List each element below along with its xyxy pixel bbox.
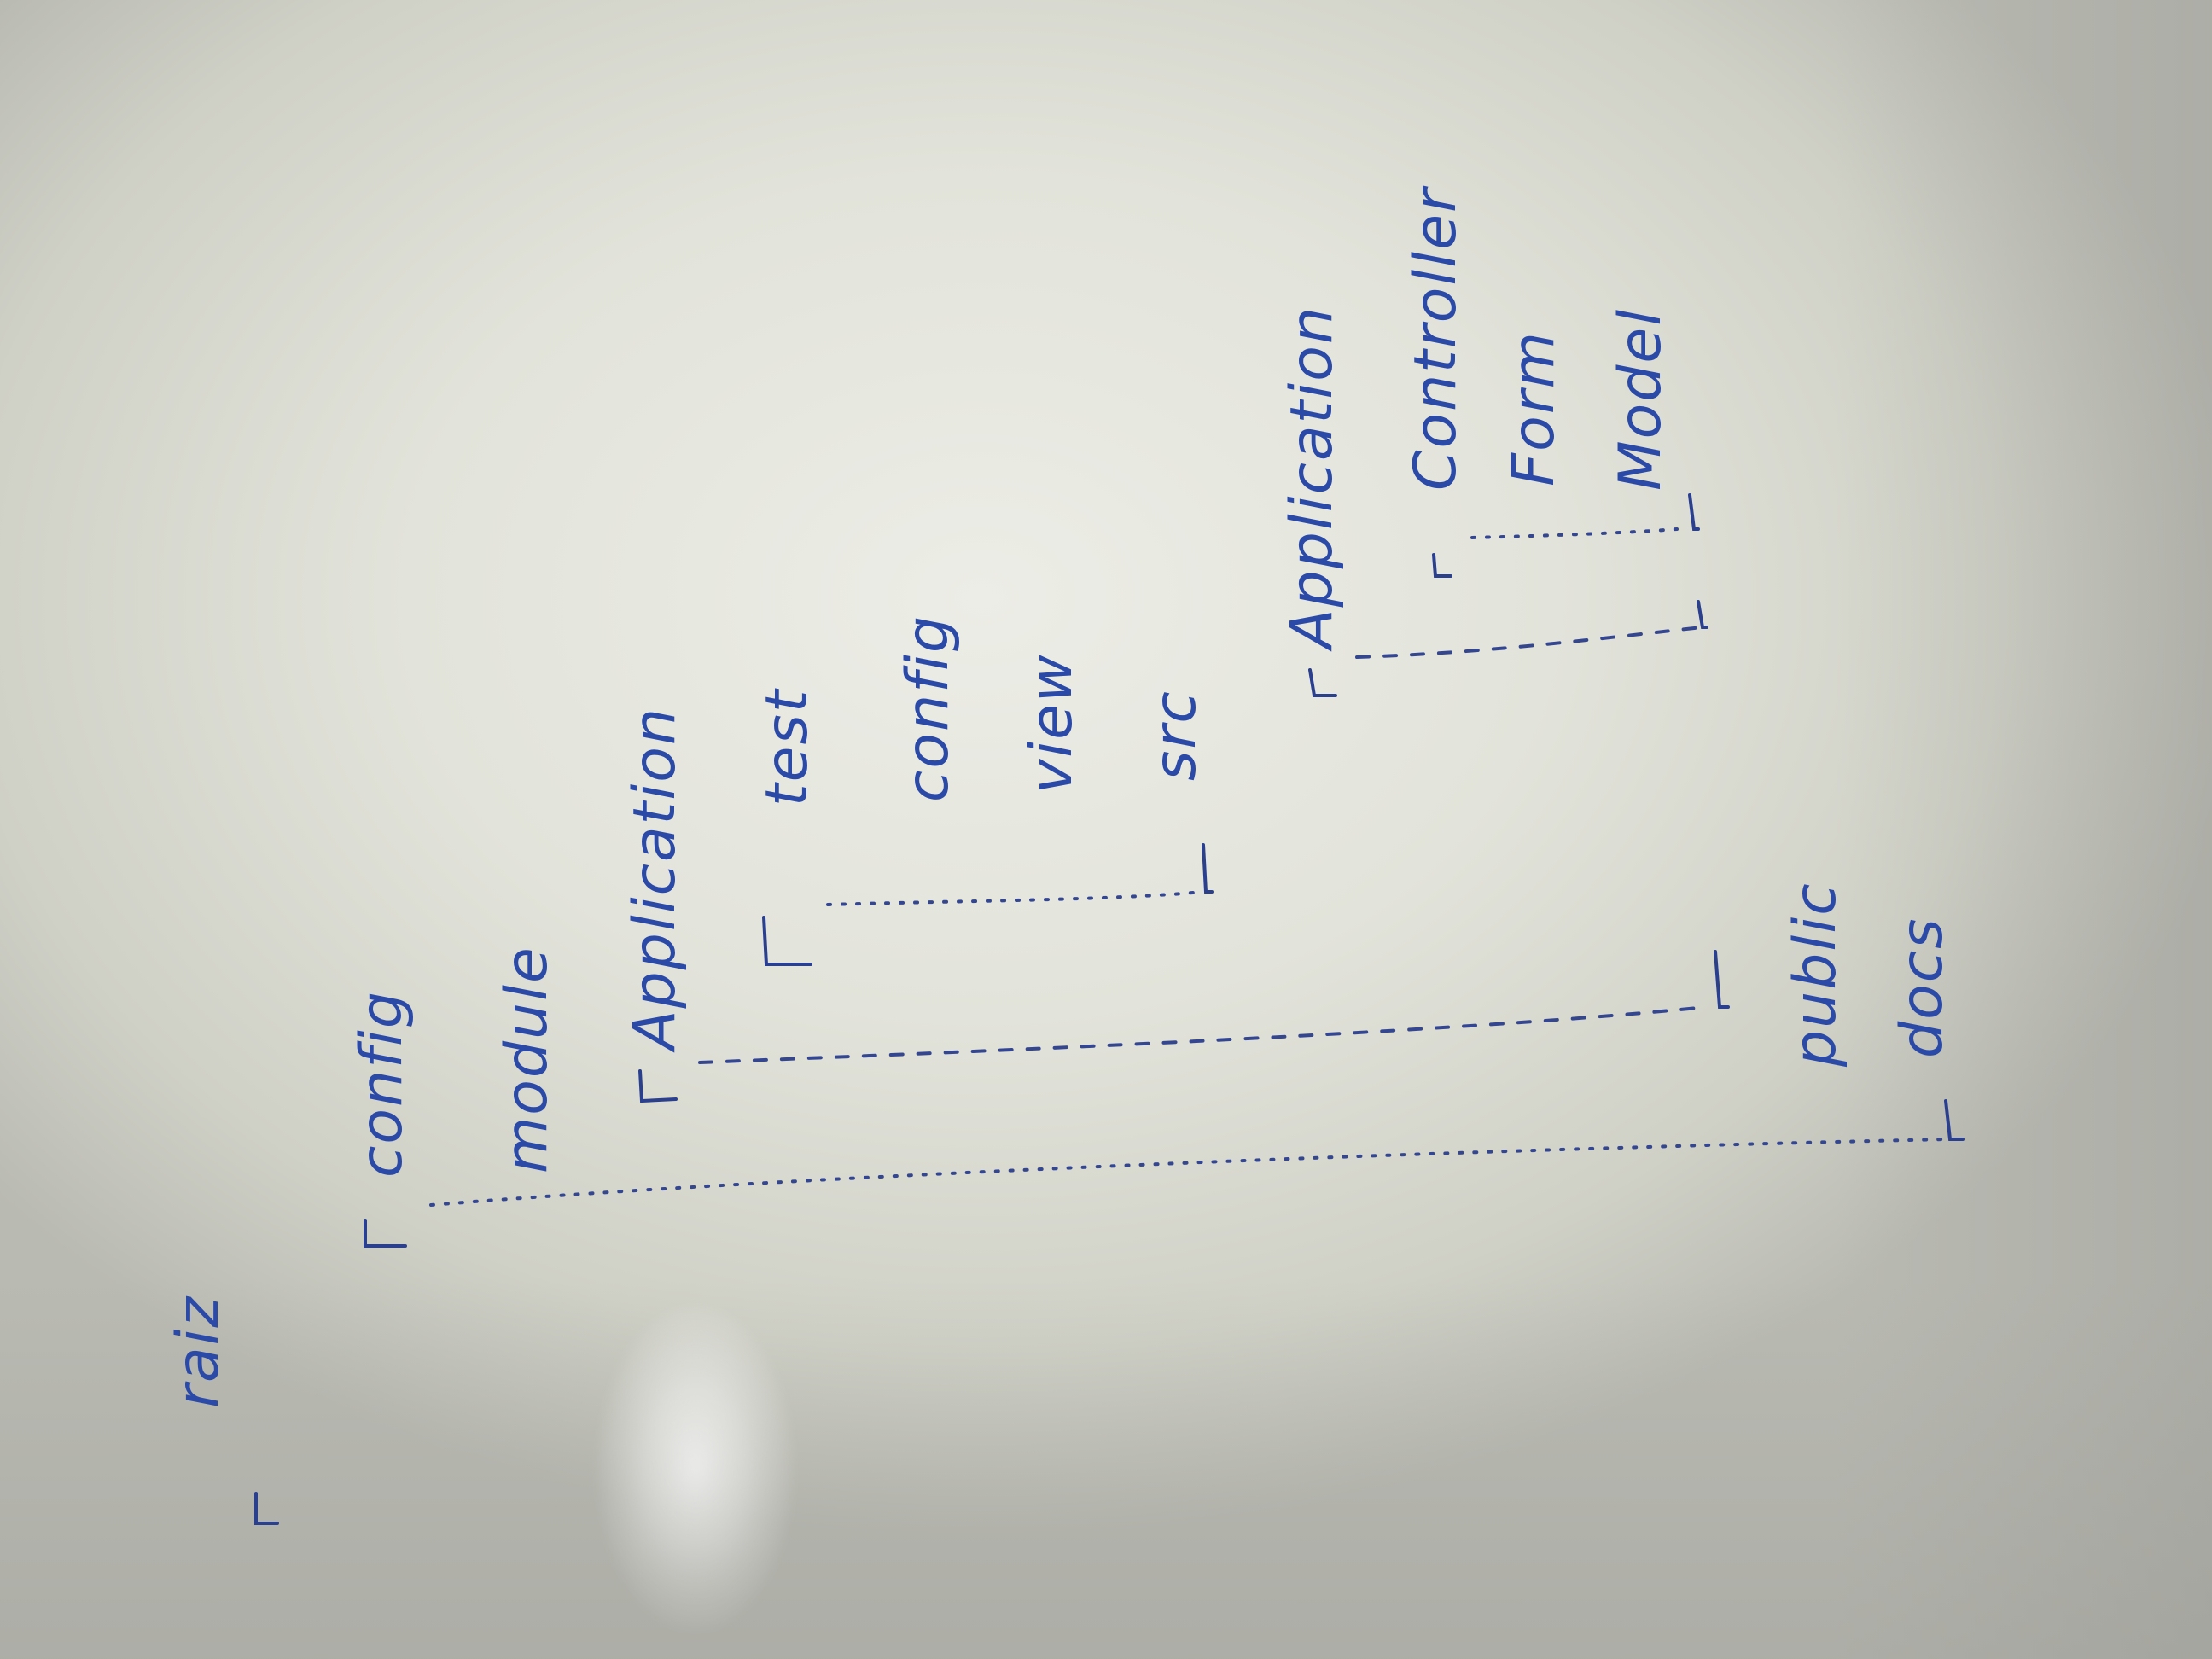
label-src: src <box>1142 690 1209 781</box>
docs-tick <box>1944 1099 1965 1141</box>
app-dotted-line <box>826 890 1205 906</box>
label-view: view <box>1018 653 1086 794</box>
label-config-2: config <box>894 614 962 802</box>
light-glare <box>597 1306 794 1630</box>
edge-shadow-bottom <box>0 1280 2212 1659</box>
src-tick <box>1202 843 1214 894</box>
tree-connectors <box>254 493 1965 1525</box>
label-module: module <box>493 946 561 1173</box>
app-test-corner <box>762 916 812 966</box>
label-application: Application <box>621 707 689 1053</box>
label-config: config <box>348 990 416 1178</box>
label-raiz: raiz <box>165 1295 232 1408</box>
src-app-corner <box>1308 668 1337 697</box>
label-model: Model <box>1607 308 1674 491</box>
label-form: Form <box>1500 330 1568 486</box>
label-src-application: Application <box>1278 306 1346 652</box>
module-app-corner <box>638 1069 678 1103</box>
app-controller-corner <box>1432 553 1452 578</box>
controller-dotted-line <box>1470 527 1679 539</box>
model-parent-tick <box>1697 600 1708 629</box>
label-public: public <box>1782 882 1849 1068</box>
model-tick <box>1688 493 1700 531</box>
edge-shadow-right <box>1835 0 2212 1659</box>
config-corner <box>364 1219 407 1248</box>
level1-dotted-line <box>429 1138 1947 1207</box>
root-corner <box>254 1492 279 1525</box>
label-docs: docs <box>1889 917 1956 1058</box>
tree-labels: raiz config module public docs Applicati… <box>165 185 1956 1408</box>
label-test: test <box>754 688 821 806</box>
module-app-dashed-line <box>698 1005 1708 1064</box>
src-app-dashed-line <box>1355 626 1704 659</box>
public-tick <box>1714 950 1730 1009</box>
label-controller: Controller <box>1402 185 1470 491</box>
